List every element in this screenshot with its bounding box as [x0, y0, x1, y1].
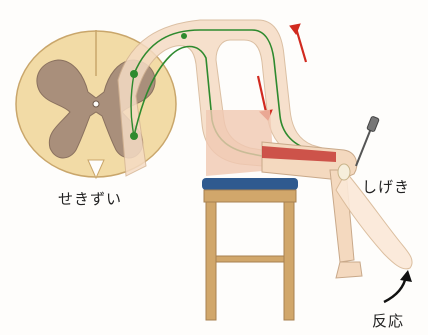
chair-frame: [204, 190, 296, 202]
kneecap: [338, 164, 350, 180]
chair-leg-back: [284, 202, 294, 320]
hammer-head: [367, 116, 380, 132]
synapse-node-lower: [130, 132, 138, 140]
hammer-handle: [356, 126, 372, 166]
reflex-hammer: [356, 116, 379, 166]
synapse-node-upper: [130, 70, 138, 78]
response-arrow: [384, 270, 412, 302]
chair-crossbar: [216, 256, 284, 262]
response-label: 反応: [372, 310, 404, 331]
central-canal: [93, 101, 99, 107]
stimulus-label: しげき: [362, 176, 410, 197]
response-arrow-head: [400, 270, 412, 282]
arrow-up-head: [290, 24, 300, 34]
chair-leg-front: [206, 202, 216, 320]
spinal-cord-label: せきずい: [58, 188, 122, 209]
chair: [202, 178, 298, 320]
foot-rest: [336, 262, 362, 278]
chair-seat: [202, 178, 298, 190]
arrow-up-line: [296, 28, 306, 62]
ganglion-node: [181, 33, 187, 39]
